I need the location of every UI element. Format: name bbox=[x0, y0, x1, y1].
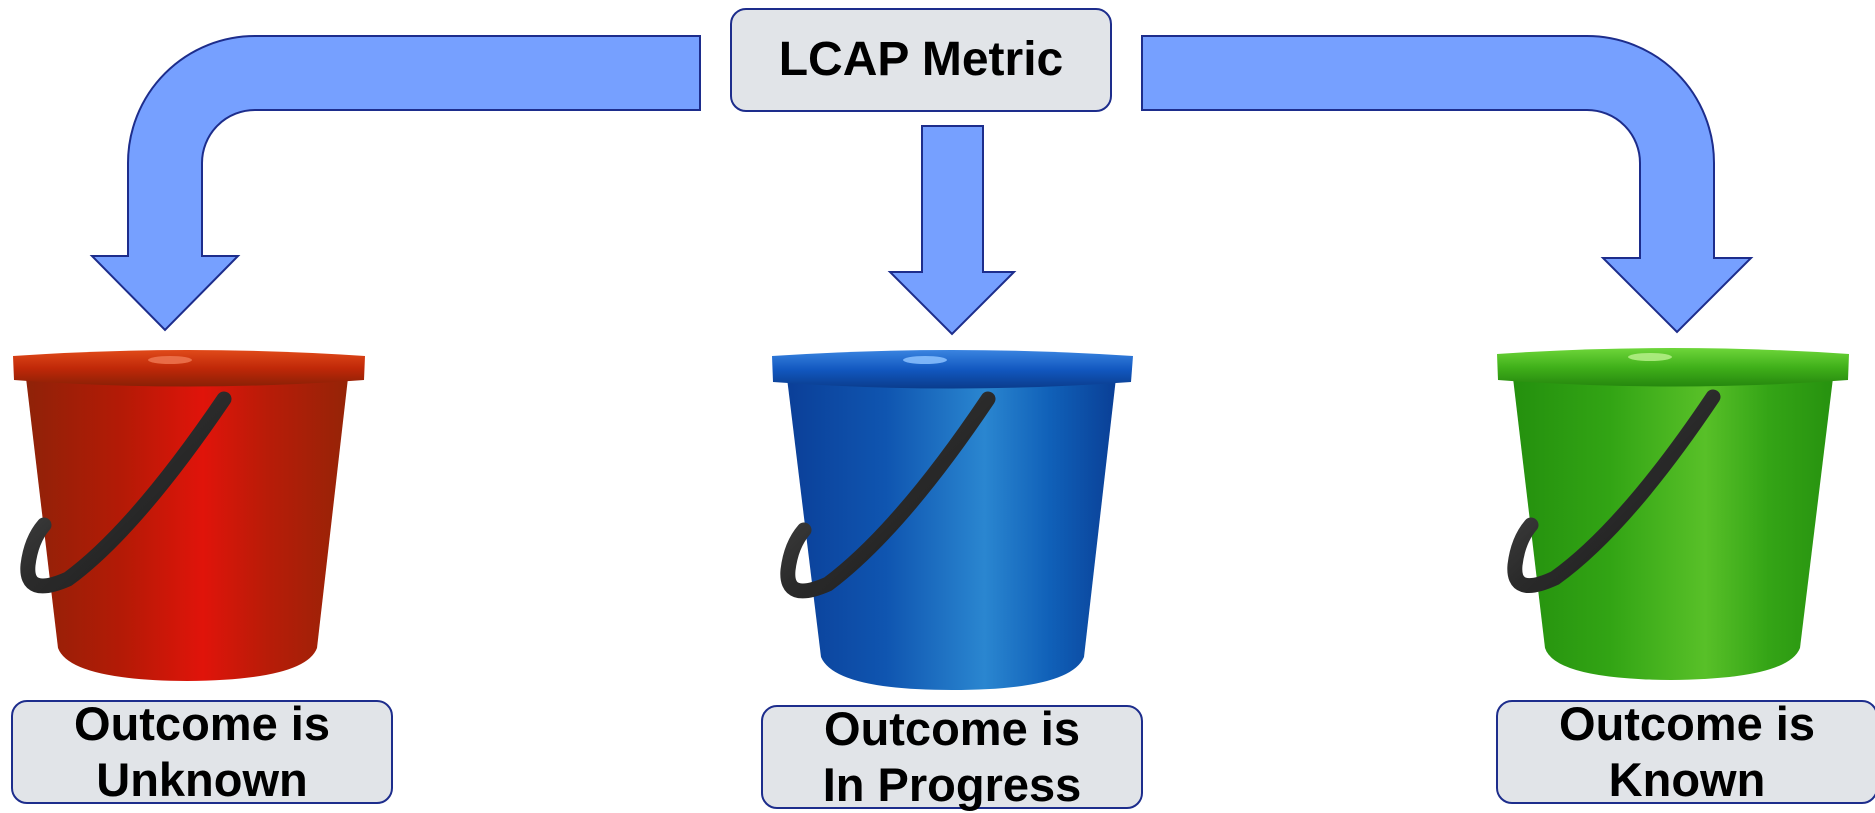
bucket-label-known: Outcome is Known bbox=[1496, 697, 1875, 806]
title-text: LCAP Metric bbox=[778, 33, 1064, 86]
bucket-red bbox=[13, 350, 365, 681]
bucket-label-line2: Known bbox=[1608, 753, 1766, 806]
bucket-blue-body bbox=[787, 378, 1116, 690]
bucket-red-rim bbox=[13, 350, 365, 387]
arrow-right bbox=[1141, 35, 1754, 334]
bucket-blue-handle bbox=[780, 391, 996, 599]
bucket-green-handle bbox=[1507, 389, 1721, 593]
bucket-green bbox=[1497, 348, 1849, 680]
bucket-label-in-progress: Outcome is In Progress bbox=[761, 702, 1143, 811]
arrow-left bbox=[89, 35, 701, 332]
bucket-label-line1: Outcome is bbox=[824, 702, 1080, 755]
bucket-red-body bbox=[26, 378, 348, 681]
arrow-middle bbox=[887, 125, 1017, 336]
title-box: LCAP Metric bbox=[730, 8, 1112, 112]
bucket-label-line2: In Progress bbox=[822, 758, 1082, 811]
arrows bbox=[89, 35, 1754, 336]
bucket-red-handle bbox=[20, 391, 232, 594]
bucket-label-line1: Outcome is bbox=[1559, 697, 1815, 750]
bucket-green-rim bbox=[1497, 348, 1849, 387]
bucket-blue-rim bbox=[772, 350, 1133, 389]
bucket-blue bbox=[772, 350, 1133, 690]
bucket-green-body bbox=[1513, 378, 1833, 680]
bucket-label-line2: Unknown bbox=[96, 753, 308, 806]
bucket-label-unknown: Outcome is Unknown bbox=[11, 697, 393, 806]
bucket-label-line1: Outcome is bbox=[74, 697, 330, 750]
